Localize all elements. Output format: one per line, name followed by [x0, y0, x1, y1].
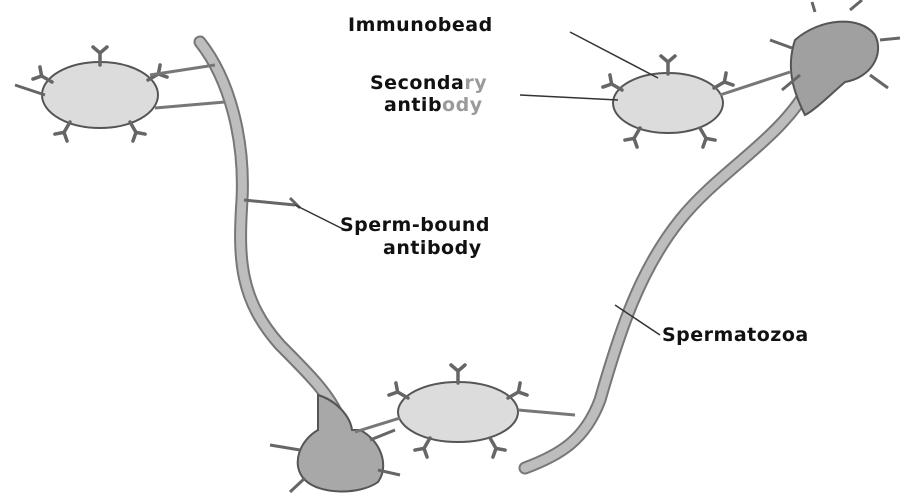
spermatozoa-label: Spermatozoa: [662, 324, 809, 346]
antibody-text-b: ody: [442, 94, 483, 116]
sperm-bound-label-line2: antibody: [383, 237, 482, 259]
sperm-bound-antibody-mark: [244, 198, 300, 208]
secondary-text-b: a: [451, 72, 464, 94]
secondary-antibody-label-line1: Secondary: [370, 72, 487, 94]
secondary-antibody-label-line2: antibody: [384, 94, 483, 116]
sperm-bound-label-line1: Sperm-bound: [340, 214, 490, 236]
left-sperm-head: [270, 395, 400, 492]
secondary-text-c: ry: [464, 72, 487, 94]
immunobead-label: Immunobead: [348, 14, 493, 36]
immunobead-top-left: [15, 47, 225, 141]
antibody-text-a: antib: [384, 94, 442, 116]
immunobead-top-right: [603, 56, 790, 147]
right-sperm-head: [770, 0, 900, 115]
immunobead-bottom: [355, 365, 575, 457]
left-sperm-tail: [200, 42, 340, 420]
secondary-text-a: Second: [370, 72, 451, 94]
